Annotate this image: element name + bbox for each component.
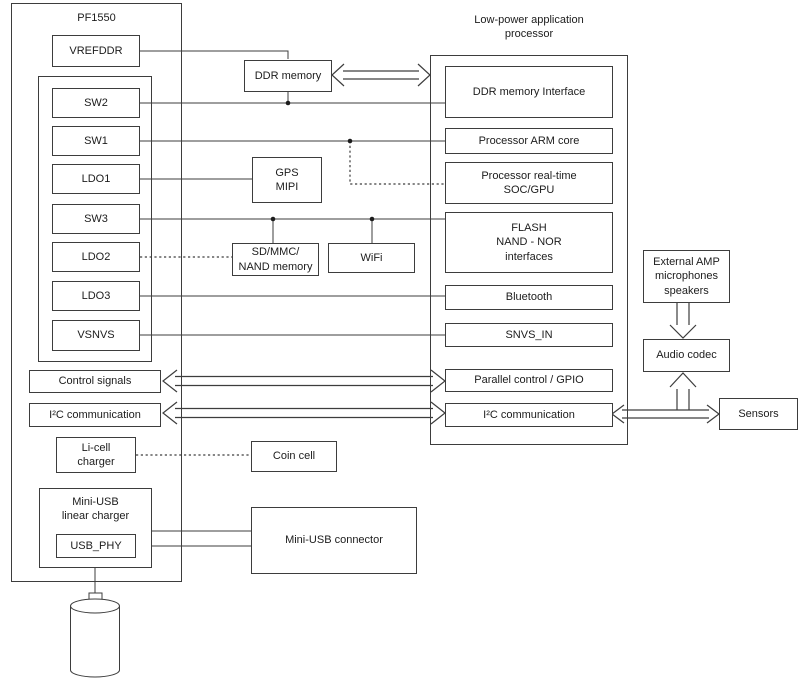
block-miniusb-connector: Mini-USB connector <box>251 507 417 574</box>
arrow-amp-audiocodec <box>669 303 697 339</box>
arrow-i2c-sensors <box>611 404 720 424</box>
block-usb-phy: USB_PHY <box>56 534 136 558</box>
wire-sw1-socgpu-dotted <box>349 141 444 185</box>
junction-dot <box>285 100 291 106</box>
block-wifi: WiFi <box>328 243 415 273</box>
block-ldo1: LDO1 <box>52 164 140 194</box>
block-sensors: Sensors <box>719 398 798 430</box>
junction-dot <box>270 216 276 222</box>
block-snvs-in: SNVS_IN <box>445 323 613 347</box>
wire-vrefddr-ddrmemory <box>140 50 289 59</box>
block-control-signals: Control signals <box>29 370 161 393</box>
block-soc-gpu: Processor real-time SOC/GPU <box>445 162 613 204</box>
arrow-controlsignals-gpio <box>162 369 446 393</box>
battery-symbol <box>70 592 120 678</box>
application-processor-outline <box>430 55 628 445</box>
block-parallel-gpio: Parallel control / GPIO <box>445 369 613 392</box>
block-ddr-memory: DDR memory <box>244 60 332 92</box>
block-ddr-interface: DDR memory Interface <box>445 66 613 118</box>
block-vsnvs: VSNVS <box>52 320 140 351</box>
block-external-amp: External AMP microphones speakers <box>643 250 730 303</box>
processor-title: Low-power application processor <box>474 14 584 41</box>
block-sw3: SW3 <box>52 204 140 234</box>
pf1550-title: PF1550 <box>77 12 116 24</box>
block-sdmmc-nand: SD/MMC/ NAND memory <box>232 243 319 276</box>
block-bluetooth: Bluetooth <box>445 285 613 310</box>
arrow-ddrmemory-ddrinterface <box>331 63 431 87</box>
arrow-i2c-i2c <box>162 401 446 425</box>
junction-dot <box>369 216 375 222</box>
block-sw2: SW2 <box>52 88 140 118</box>
arrow-i2c-audiocodec <box>669 372 697 410</box>
block-audio-codec: Audio codec <box>643 339 730 372</box>
pf1550-chip-outline <box>11 3 182 582</box>
block-vrefddr: VREFDDR <box>52 35 140 67</box>
block-ldo2: LDO2 <box>52 242 140 272</box>
block-gps-mipi: GPS MIPI <box>252 157 322 203</box>
block-ldo3: LDO3 <box>52 281 140 311</box>
block-i2c-processor: I²C communication <box>445 403 613 427</box>
block-flash-interfaces: FLASH NAND - NOR interfaces <box>445 212 613 273</box>
block-arm-core: Processor ARM core <box>445 128 613 154</box>
block-licell-charger: Li-cell charger <box>56 437 136 473</box>
block-sw1: SW1 <box>52 126 140 156</box>
block-coin-cell: Coin cell <box>251 441 337 472</box>
block-i2c-pf1550: I²C communication <box>29 403 161 427</box>
junction-dot <box>347 138 353 144</box>
